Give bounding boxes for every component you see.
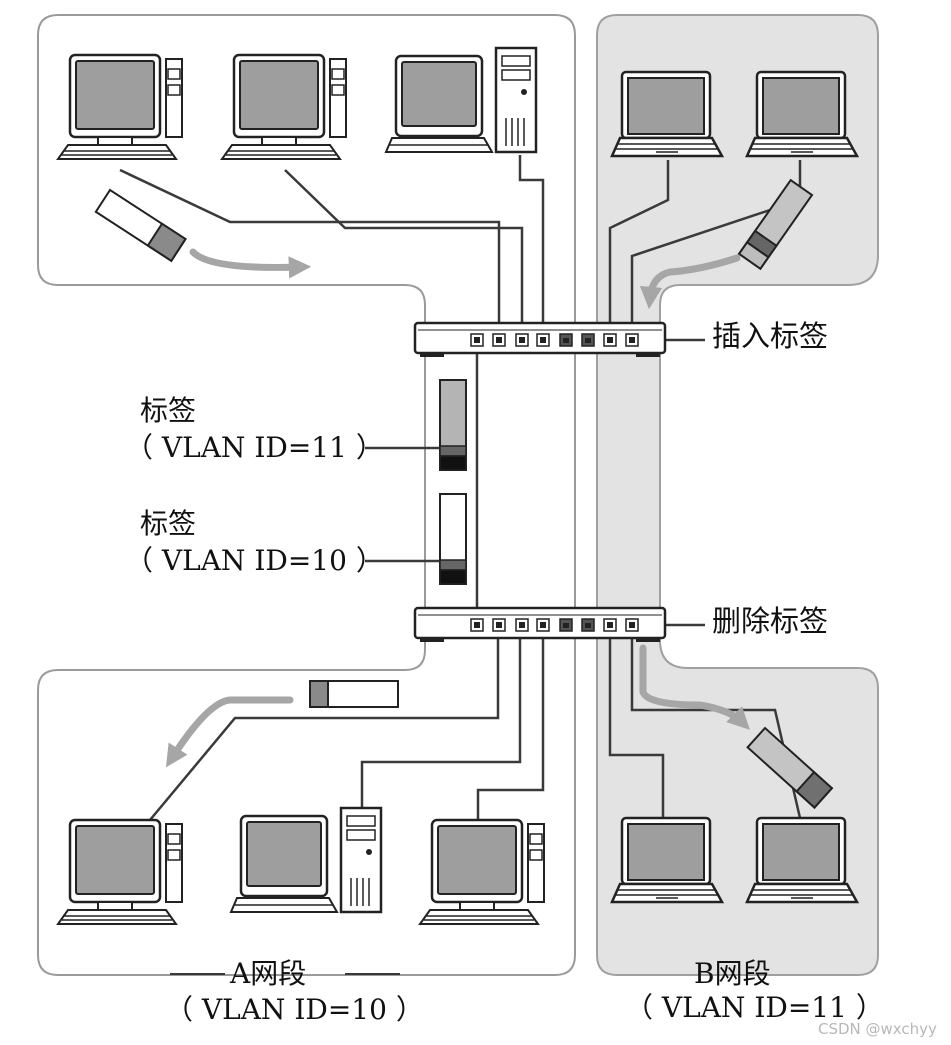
- port-icon: [559, 333, 573, 347]
- segment-b-region: [596, 14, 879, 976]
- port-icon: [625, 333, 639, 347]
- port-icon: [492, 618, 506, 632]
- segment-b-vlan: （ VLAN ID=11 ）: [625, 991, 884, 1024]
- tag-vlan11-id: （ VLAN ID=11 ）: [125, 431, 384, 464]
- segment-b-name: B网段: [694, 957, 771, 990]
- laptop-icon: [745, 70, 859, 158]
- flow-arrow-icon: [189, 248, 312, 279]
- frame-top-right: [737, 178, 814, 271]
- frame-tag-vlan10: [439, 493, 467, 585]
- port-icon: [603, 618, 617, 632]
- port-icon: [470, 333, 484, 347]
- port-icon: [492, 333, 506, 347]
- insert-tag-label: 插入标签: [712, 319, 829, 353]
- flow-arrow-icon: [639, 254, 741, 310]
- laptop-icon: [610, 816, 724, 904]
- port-icon: [581, 618, 595, 632]
- flow-arrow-icon: [165, 696, 294, 768]
- remove-tag-label: 删除标签: [712, 604, 829, 638]
- port-icon: [470, 618, 484, 632]
- tower-pc-icon: [384, 46, 538, 154]
- watermark-text: CSDN @wxchyy: [818, 1020, 937, 1038]
- tag-vlan10-id: （ VLAN ID=10 ）: [125, 544, 384, 577]
- port-icon: [536, 618, 550, 632]
- frame-tag-vlan11: [439, 379, 467, 471]
- desktop-computer-icon: [418, 818, 546, 926]
- frame-bottom-left: [309, 680, 399, 708]
- flow-arrows: [165, 248, 750, 768]
- port-icon: [559, 618, 573, 632]
- port-icon: [536, 333, 550, 347]
- segment-a-name: A网段: [230, 957, 307, 990]
- flow-arrow-icon: [639, 644, 750, 730]
- laptop-icon: [610, 70, 724, 158]
- tower-pc-icon: [229, 806, 383, 914]
- port-icon: [625, 618, 639, 632]
- top-switch: [413, 321, 667, 357]
- desktop-computer-icon: [220, 53, 348, 161]
- tag-vlan10-title: 标签: [140, 507, 197, 540]
- frame-top-left: [94, 188, 187, 263]
- tag-vlan11-title: 标签: [140, 394, 197, 427]
- segment-a-vlan: （ VLAN ID=10 ）: [165, 993, 424, 1026]
- desktop-computer-icon: [56, 818, 184, 926]
- port-icon: [515, 333, 529, 347]
- desktop-computer-icon: [56, 53, 184, 161]
- cables: [119, 155, 802, 825]
- bottom-switch: [413, 606, 667, 642]
- frame-bottom-right: [746, 726, 834, 809]
- port-icon: [603, 333, 617, 347]
- segment-a-region: [37, 14, 576, 976]
- port-icon: [581, 333, 595, 347]
- laptop-icon: [745, 816, 859, 904]
- port-icon: [515, 618, 529, 632]
